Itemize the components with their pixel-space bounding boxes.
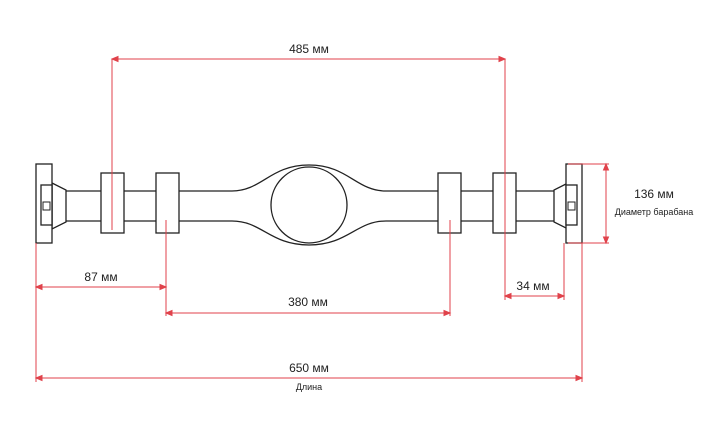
- label-485: 485 мм: [289, 42, 329, 56]
- label-length-caption: Длина: [296, 382, 322, 392]
- label-34: 34 мм: [516, 279, 549, 293]
- arrow-485-right: [498, 55, 507, 63]
- arrow-650-right: [575, 374, 584, 382]
- label-136: 136 мм: [634, 187, 674, 201]
- right-drum-face: [565, 184, 578, 226]
- arrow-380-right: [443, 309, 452, 317]
- dimension-labels: 485 мм 136 мм Диаметр барабана 87 мм 380…: [84, 42, 693, 392]
- arrow-34-right: [557, 292, 566, 300]
- left-hub-cone: [51, 181, 67, 231]
- axle-body: [35, 163, 583, 246]
- arrow-136-bottom: [602, 236, 610, 245]
- arrow-650-left: [34, 374, 43, 382]
- label-87: 87 мм: [84, 270, 117, 284]
- flange-details: [42, 201, 576, 211]
- arrow-87-left: [34, 283, 43, 291]
- arrow-136-top: [602, 162, 610, 171]
- arrow-485-left: [110, 55, 119, 63]
- arrow-380-left: [164, 309, 173, 317]
- label-650: 650 мм: [289, 361, 329, 375]
- left-drum-face: [40, 184, 53, 226]
- left-flange-bolt: [42, 201, 51, 211]
- right-flange-bolt: [567, 201, 576, 211]
- label-380: 380 мм: [288, 295, 328, 309]
- arrow-34-left: [503, 292, 512, 300]
- differential-housing: [270, 166, 348, 244]
- label-drum-caption: Диаметр барабана: [615, 207, 694, 217]
- arrow-87-right: [159, 283, 168, 291]
- inner-left-spring-pad: [155, 172, 180, 234]
- dimension-lines: [34, 55, 610, 382]
